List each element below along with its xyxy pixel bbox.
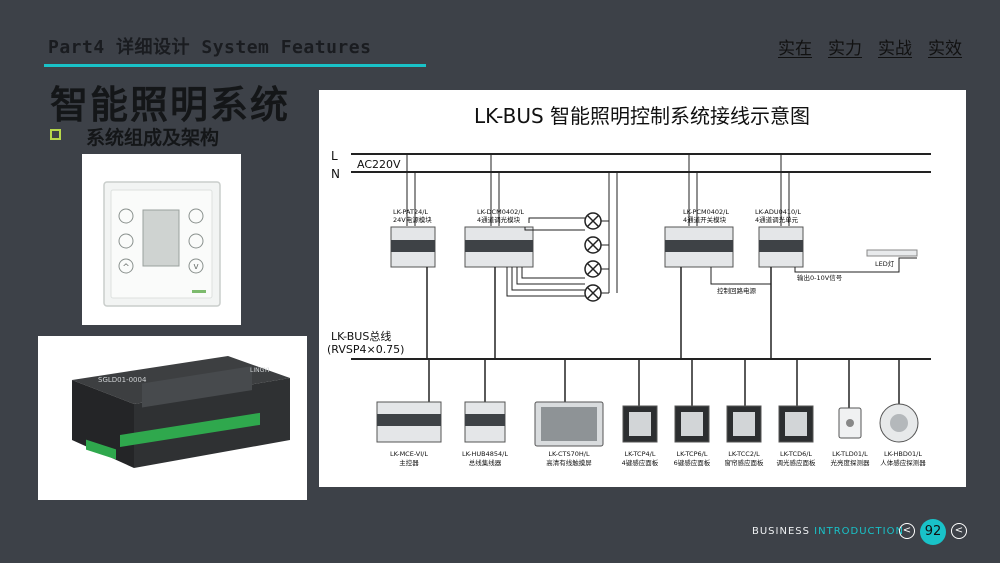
device-2-model: LK-HUB4854/L — [462, 450, 508, 458]
diagram-title: LK-BUS 智能照明控制系统接线示意图 — [474, 104, 810, 128]
svg-text:v: v — [193, 262, 199, 272]
device-curtain-panel — [726, 405, 762, 443]
device-light-sensor — [838, 407, 862, 439]
title-underline — [44, 64, 426, 67]
device-bus-hub — [464, 401, 506, 443]
device-1-model: LK-MCE-VI/L — [390, 450, 428, 458]
module-pat24-model: LK-PAT24/L — [393, 208, 428, 216]
module-pcm0402-desc: 4通道开关模块 — [683, 215, 727, 224]
device-5-model: LK-TCP6/L — [677, 450, 708, 458]
controller-model-label: SGLD01-0004 — [98, 376, 147, 384]
device-4-key-panel — [622, 405, 658, 443]
line-l-label: L — [331, 149, 338, 163]
controller-brand-label: LINGYI — [250, 367, 270, 374]
bus-label: LK-BUS总线 — [331, 329, 391, 343]
nav-item-shili[interactable]: 实力 — [828, 39, 862, 59]
device-8-desc: 光亮度探测器 — [831, 458, 871, 467]
nav-item-shizhan[interactable]: 实战 — [878, 39, 912, 59]
module-adu0410-model: LK-ADU0410/L — [755, 208, 801, 216]
top-nav: 实在 实力 实战 实效 — [778, 34, 962, 59]
module-pcm0402 — [664, 226, 734, 268]
device-5-desc: 6键感应面板 — [674, 458, 711, 467]
module-dcm0402 — [464, 226, 534, 268]
device-4-model: LK-TCP4/L — [625, 450, 656, 458]
module-adu0410 — [758, 226, 804, 268]
nav-item-shixiao[interactable]: 实效 — [928, 39, 962, 59]
device-6-desc: 窗帘感应面板 — [725, 458, 765, 467]
control-circuit-label: 控制回路电源 — [717, 286, 757, 295]
device-master-controller — [376, 401, 442, 443]
device-6-key-panel — [674, 405, 710, 443]
part-title: Part4 详细设计 System Features — [48, 37, 372, 58]
bus-cable-spec: (RVSP4×0.75) — [327, 343, 404, 356]
device-human-sensor — [879, 403, 919, 443]
device-7-model: LK-TCD6/L — [780, 450, 812, 458]
device-1-desc: 主控器 — [399, 458, 419, 467]
module-adu0410-desc: 4通道调光单元 — [755, 215, 799, 224]
lamp-3-icon — [584, 260, 602, 278]
device-7-desc: 调光感应面板 — [777, 458, 817, 467]
controller-module-image: SGLD01-0004 LINGYI — [38, 336, 307, 500]
page-title: 智能照明系统 — [50, 83, 291, 127]
device-2-desc: 总线集线器 — [469, 458, 502, 467]
chevron-left-icon[interactable]: < — [951, 523, 967, 539]
device-6-model: LK-TCC2/L — [728, 450, 760, 458]
device-8-model: LK-TLD01/L — [832, 450, 868, 458]
wiring-diagram: LK-BUS 智能照明控制系统接线示意图 L N AC220V LK-PAT24… — [319, 90, 966, 487]
output-signal-label: 输出0-10V信号 — [797, 273, 843, 282]
svg-text:^: ^ — [122, 263, 130, 273]
page-number: 92 — [920, 519, 946, 545]
footer-business: BUSINESS — [752, 526, 810, 537]
device-touch-screen — [534, 401, 604, 447]
device-9-desc: 人体感应探测器 — [880, 458, 926, 467]
line-n-label: N — [331, 167, 340, 181]
device-dimming-panel — [778, 405, 814, 443]
lamp-2-icon — [584, 236, 602, 254]
led-light-strip — [866, 249, 918, 257]
device-3-model: LK-CTS70H/L — [548, 450, 590, 458]
led-label: LED灯 — [875, 259, 895, 268]
ac-voltage-label: AC220V — [357, 158, 401, 171]
module-pat24-desc: 24V电源模块 — [393, 215, 432, 224]
module-pcm0402-model: LK-PCM0402/L — [683, 208, 729, 216]
wall-panel-image: ^ v — [82, 154, 241, 325]
nav-item-shizai[interactable]: 实在 — [778, 39, 812, 59]
device-3-desc: 高清有线触摸屏 — [546, 458, 592, 467]
chevron-left-icon[interactable]: < — [899, 523, 915, 539]
device-9-model: LK-HBD01/L — [884, 450, 922, 458]
module-dcm0402-desc: 4通道调光模块 — [477, 215, 521, 224]
module-dcm0402-model: LK-DCM0402/L — [477, 208, 524, 216]
device-4-desc: 4键感应面板 — [622, 458, 659, 467]
section-subtitle: 系统组成及架构 — [86, 127, 220, 149]
footer-label: BUSINESS INTRODUCTION — [752, 526, 904, 537]
lamp-4-icon — [584, 284, 602, 302]
module-pat24 — [390, 226, 436, 268]
bullet-square-icon — [50, 129, 61, 140]
lamp-1-icon — [584, 212, 602, 230]
footer-introduction: INTRODUCTION — [814, 526, 904, 537]
